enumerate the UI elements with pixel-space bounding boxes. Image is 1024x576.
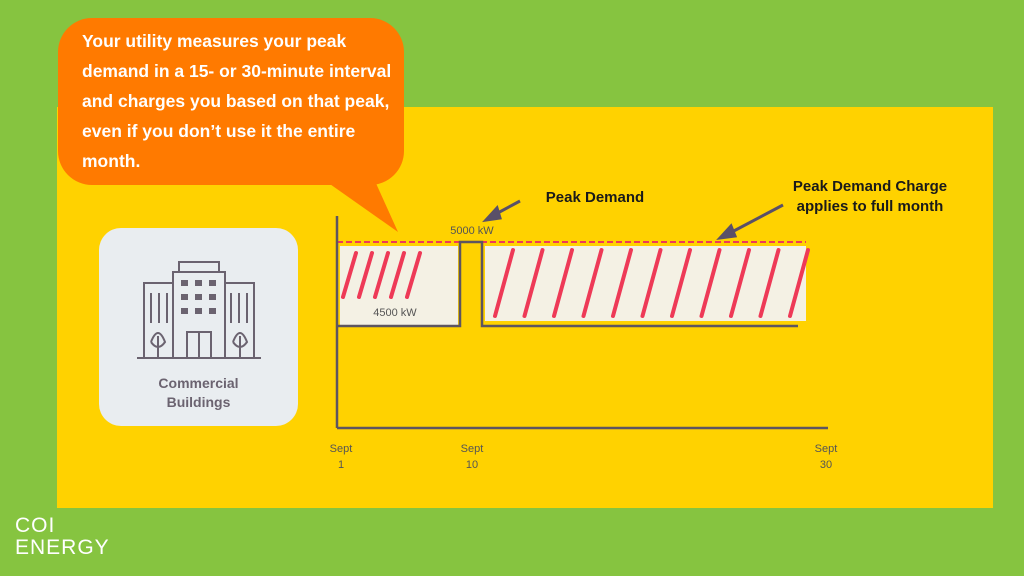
card-label-line2: Buildings bbox=[166, 394, 231, 410]
hatch-stroke bbox=[729, 248, 751, 318]
x-label-day: 30 bbox=[819, 459, 833, 471]
hatch-stroke bbox=[522, 248, 545, 318]
hatching bbox=[341, 248, 810, 318]
x-label-sept-30: Sept 30 bbox=[806, 441, 846, 473]
logo-line1: COI bbox=[15, 514, 56, 537]
hatch-stroke bbox=[699, 248, 722, 318]
bubble-text: Your utility measures your peak demand i… bbox=[82, 31, 392, 171]
hatch-stroke bbox=[758, 248, 781, 318]
demand-line bbox=[337, 240, 798, 328]
base-value-label: 4500 kW bbox=[373, 307, 417, 319]
annotation-charge-line2: applies to full month bbox=[796, 198, 944, 215]
arrow-charge-icon bbox=[716, 203, 784, 241]
peak-value-label: 5000 kW bbox=[450, 225, 494, 237]
office-building-icon bbox=[137, 261, 261, 359]
annotation-charge-line1: Peak Demand Charge bbox=[792, 178, 948, 195]
x-label-day: 1 bbox=[337, 459, 345, 471]
logo-line2: ENERGY bbox=[15, 536, 110, 559]
hatch-stroke bbox=[389, 251, 406, 299]
x-label-month: Sept bbox=[329, 443, 353, 455]
hatch-stroke bbox=[611, 248, 633, 318]
x-label-sept-10: Sept 10 bbox=[452, 441, 492, 473]
hatch-stroke bbox=[341, 251, 358, 299]
hatch-stroke bbox=[788, 248, 810, 318]
hatch-stroke bbox=[373, 251, 390, 299]
hatch-stroke bbox=[405, 251, 422, 299]
x-label-month: Sept bbox=[460, 443, 484, 455]
hatch-stroke bbox=[581, 248, 604, 318]
speech-bubble bbox=[58, 18, 404, 185]
hatch-stroke bbox=[640, 248, 663, 318]
annotation-peak-demand: Peak Demand bbox=[545, 189, 645, 206]
card-label-line1: Commercial bbox=[158, 375, 239, 391]
bubble-tail bbox=[310, 170, 398, 232]
x-label-month: Sept bbox=[814, 443, 838, 455]
box-before-peak bbox=[340, 246, 458, 325]
x-label-day: 10 bbox=[465, 459, 479, 471]
hatch-stroke bbox=[357, 251, 374, 299]
hatch-stroke bbox=[493, 248, 515, 318]
hatch-stroke bbox=[552, 248, 574, 318]
x-label-sept-1: Sept 1 bbox=[321, 441, 361, 473]
arrow-peak-icon bbox=[482, 199, 521, 223]
hatch-stroke bbox=[670, 248, 692, 318]
annotation-peak-charge: Peak Demand Charge applies to full month bbox=[770, 177, 970, 217]
